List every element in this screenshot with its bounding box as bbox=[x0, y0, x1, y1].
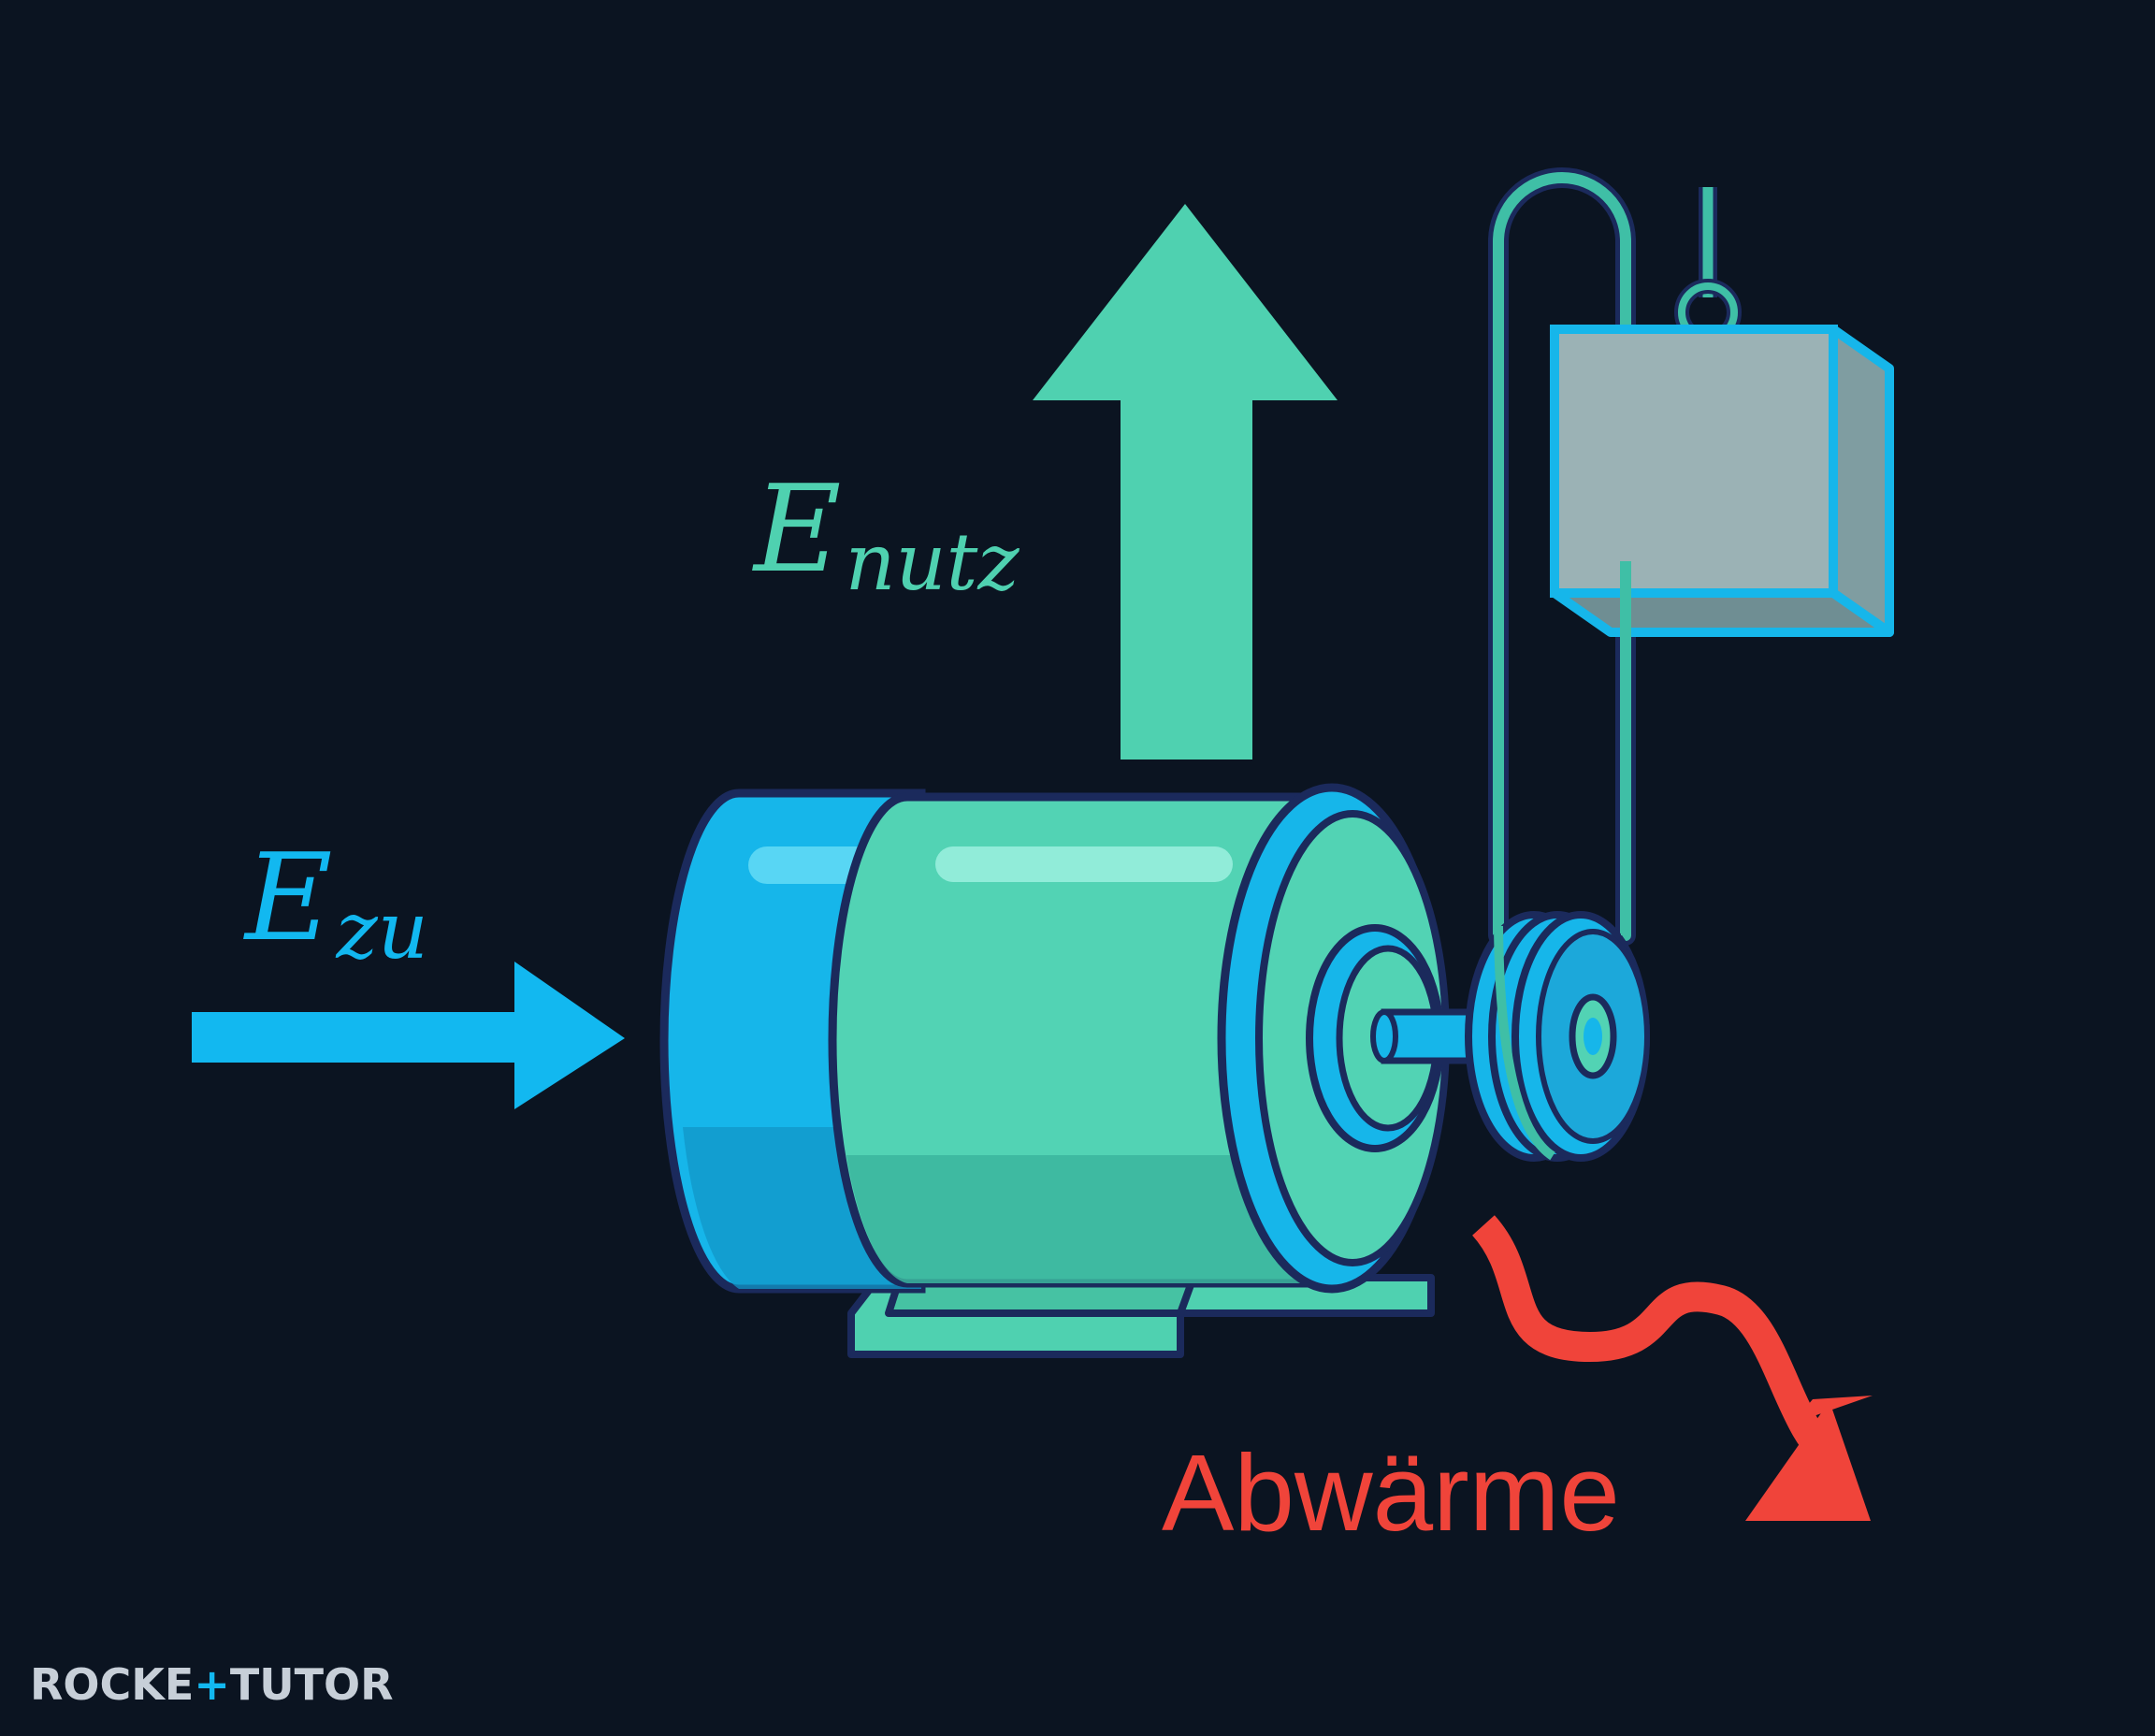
belt bbox=[1488, 167, 1636, 946]
logo-part-2: TUTO bbox=[230, 1659, 360, 1710]
energy-in-subscript: zu bbox=[335, 885, 427, 976]
logo-part-1: ROCKE bbox=[30, 1659, 194, 1710]
logo-plus-icon: + bbox=[194, 1659, 230, 1710]
brand-logo: ROCKE+TUTOR bbox=[30, 1659, 394, 1710]
weight-box bbox=[1550, 325, 1894, 637]
energy-in-symbol: E bbox=[243, 829, 332, 968]
energy-in-label: Ezu bbox=[243, 829, 428, 976]
useful-energy-arrow bbox=[1033, 204, 1338, 760]
logo-part-3: R bbox=[360, 1659, 393, 1710]
waste-heat-arrow bbox=[1471, 1215, 1873, 1521]
energy-useful-subscript: nutz bbox=[845, 516, 1020, 608]
motor bbox=[659, 783, 1510, 1358]
waste-heat-label: Abwärme bbox=[1162, 1432, 1620, 1554]
energy-useful-symbol: E bbox=[752, 460, 841, 600]
input-energy-arrow bbox=[192, 962, 625, 1109]
energy-useful-label: Enutz bbox=[752, 460, 1020, 608]
belt-wrap bbox=[1494, 925, 1630, 1161]
pulley bbox=[1465, 911, 1650, 1162]
